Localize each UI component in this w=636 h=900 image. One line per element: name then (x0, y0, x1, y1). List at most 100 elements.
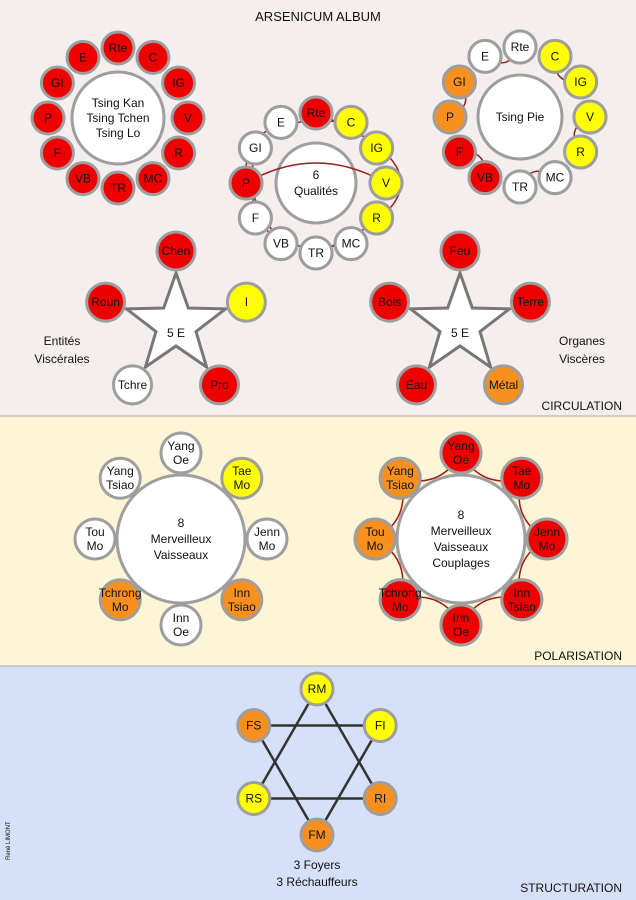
ring-tsing-kan-node-vb-label-line-1: VB (75, 172, 91, 186)
ring-tsing-kan-node-v: V (170, 100, 206, 136)
couplages-node-top-inn-oe-circle (439, 603, 483, 647)
tsing-pie-node-top-vb-label-line-1: VB (477, 171, 493, 185)
qualites-link-p-v (245, 162, 387, 184)
ring-merveilleux-node-tou-mo-label-line-2: Mo (87, 539, 104, 553)
ring-tsing-kan-node-tr-label-line-1: TR (110, 181, 126, 195)
tsing-pie-node-top-tr: TR (502, 169, 538, 205)
qualites-node-top-rte-circle (298, 95, 334, 131)
qualites-node-top-v: V (368, 165, 404, 201)
ring-tsing-kan-node-rte-circle (100, 30, 136, 66)
ring-merveilleux-node-inn-tsiao-label-line-2: Tsiao (228, 600, 256, 614)
tsing-pie-node-top-v-label-line-1: V (586, 110, 594, 124)
couplages-node-top-yang-tsiao-label-line-2: Tsiao (386, 478, 414, 492)
qualites-node-top-c: C (333, 104, 369, 140)
qualites-node-top-e: E (263, 104, 299, 140)
star-organes-node-terre: Terre (509, 281, 551, 323)
couplages-node-top-tou-mo-circle (353, 517, 397, 561)
tsing-pie-node-top-vb: VB (467, 160, 503, 196)
tsing-pie-node-top-e: E (467, 38, 503, 74)
couplages-node-top-tou-mo-label-line-1: Tou (365, 525, 384, 539)
tsing-pie-node-top-mc-circle (537, 160, 573, 196)
ring-merveilleux-node-yang-tsiao-circle (98, 456, 142, 500)
tsing-pie-node-top-mc: MC (537, 160, 573, 196)
ring-tsing-kan-node-e-label-line-1: E (79, 50, 87, 64)
tsing-pie-node-top-r-label-line-1: R (576, 145, 585, 159)
star-entites-node-tchre-circle (112, 364, 154, 406)
ring-merveilleux-node-yang-tsiao-label-line-2: Tsiao (106, 478, 134, 492)
star-organes-node-metal-circle (482, 364, 524, 406)
ring-tsing-kan-node-gi-circle (39, 65, 75, 101)
qualites-node-top-tr: TR (298, 235, 334, 271)
star-organes-node-metal-label-line-1: Métal (489, 378, 518, 392)
qualites-node-top-f: F (237, 200, 273, 236)
star-entites-node-i-circle (225, 281, 267, 323)
qualites-node-top-tr-label-line-1: TR (308, 246, 324, 260)
couplages-node-top-jenn-mo-label-line-1: Jenn (534, 525, 560, 539)
qualites-node-top-ig: IG (359, 130, 395, 166)
tsing-pie-node-top-tr-label-line-1: TR (512, 180, 528, 194)
tsing-pie-node-top-ig-label-line-1: IG (574, 75, 587, 89)
qualites-node-top-gi-circle (237, 130, 273, 166)
qualites-node-top-c-label-line-1: C (347, 115, 356, 129)
couplages-node-top-yang-tsiao-circle (378, 456, 422, 500)
qualites-node-top-p-circle (228, 165, 264, 201)
star-organes-node-feu-circle (439, 230, 481, 272)
ring-merveilleux-node-inn-tsiao-label-line-1: Inn (233, 586, 250, 600)
organes-caption-line-1: Organes (559, 334, 605, 348)
ring-merveilleux-node-tae-mo-label-line-2: Mo (233, 478, 250, 492)
ring-tsing-kan-node-ig: IG (161, 65, 197, 101)
ring-merveilleux-node-inn-tsiao-circle (220, 578, 264, 622)
ring-merveilleux-node-yang-tsiao-label-line-1: Yang (107, 464, 134, 478)
couplages-node-top-tae-mo-circle (500, 456, 544, 500)
qualites-node-top-gi-label-line-1: GI (249, 141, 262, 155)
star-entites-center-label: 5 E (167, 326, 185, 340)
star-organes-node-eau-label-line-1: Eau (406, 378, 427, 392)
hexagram-node-fs-label-line-1: FS (246, 719, 261, 733)
star-entites-node-pro-label-line-1: Pro (210, 378, 229, 392)
star-organes-node-bois-label-line-1: Bois (378, 295, 401, 309)
couplages-node-top-tchrong-mo-label-line-2: Mo (392, 600, 409, 614)
author-credit: René LIMONT (6, 821, 12, 860)
section-label-structuration: STRUCTURATION (520, 881, 622, 895)
star-organes-center-label: 5 E (451, 326, 469, 340)
tsing-pie-node-top-rte-circle (502, 29, 538, 65)
ring-qualites-center-line-1: 6 (313, 168, 320, 182)
star-entites-node-roun: Roun (85, 281, 127, 323)
couplages-node-top-tchrong-mo-circle (378, 578, 422, 622)
qualites-node-top-e-circle (263, 104, 299, 140)
star-entites-star-shape (122, 268, 230, 371)
ring-tsing-kan-node-p: P (30, 100, 66, 136)
star-organes-node-terre-label-line-1: Terre (517, 295, 545, 309)
tsing-pie-node-top-gi: GI (441, 64, 477, 100)
ring-tsing-kan-node-tr-circle (100, 170, 136, 206)
qualites-node-top-ig-circle (359, 130, 395, 166)
couplages-node-top-jenn-mo-label-line-2: Mo (539, 539, 556, 553)
ring-merveilleux-node-inn-oe-label-line-1: Inn (173, 611, 190, 625)
qualites-node-top-p-label-line-1: P (242, 176, 250, 190)
ring-tsing-kan-node-r-label-line-1: R (174, 146, 183, 160)
ring-tsing-kan-node-f-circle (39, 135, 75, 171)
couplages-node-top-jenn-mo-circle (525, 517, 569, 561)
star-entites-node-i-label-line-1: I (245, 295, 248, 309)
ring-tsing-kan-node-c: C (135, 39, 171, 75)
ring-merveilleux-node-yang-oe-label-line-1: Yang (167, 439, 194, 453)
qualites-node-top-f-label-line-1: F (252, 211, 259, 225)
hexagram-node-fs-circle (236, 708, 272, 743)
ring-tsing-kan-center-line-3: Tsing Lo (96, 126, 141, 140)
qualites-node-top-p: P (228, 165, 264, 201)
couplages-node-top-inn-oe-label-line-1: Inn (453, 611, 470, 625)
star-entites-node-chen-circle (155, 230, 197, 272)
qualites-node-top-rte-label-line-1: Rte (307, 106, 326, 120)
tsing-pie-node-top-c-label-line-1: C (551, 49, 560, 63)
hexagram-node-fi-circle (362, 708, 398, 743)
qualites-node-top-v-label-line-1: V (382, 176, 390, 190)
couplages-node-top-yang-tsiao-label-line-1: Yang (387, 464, 414, 478)
hexagram-node-rm-circle (299, 671, 335, 707)
